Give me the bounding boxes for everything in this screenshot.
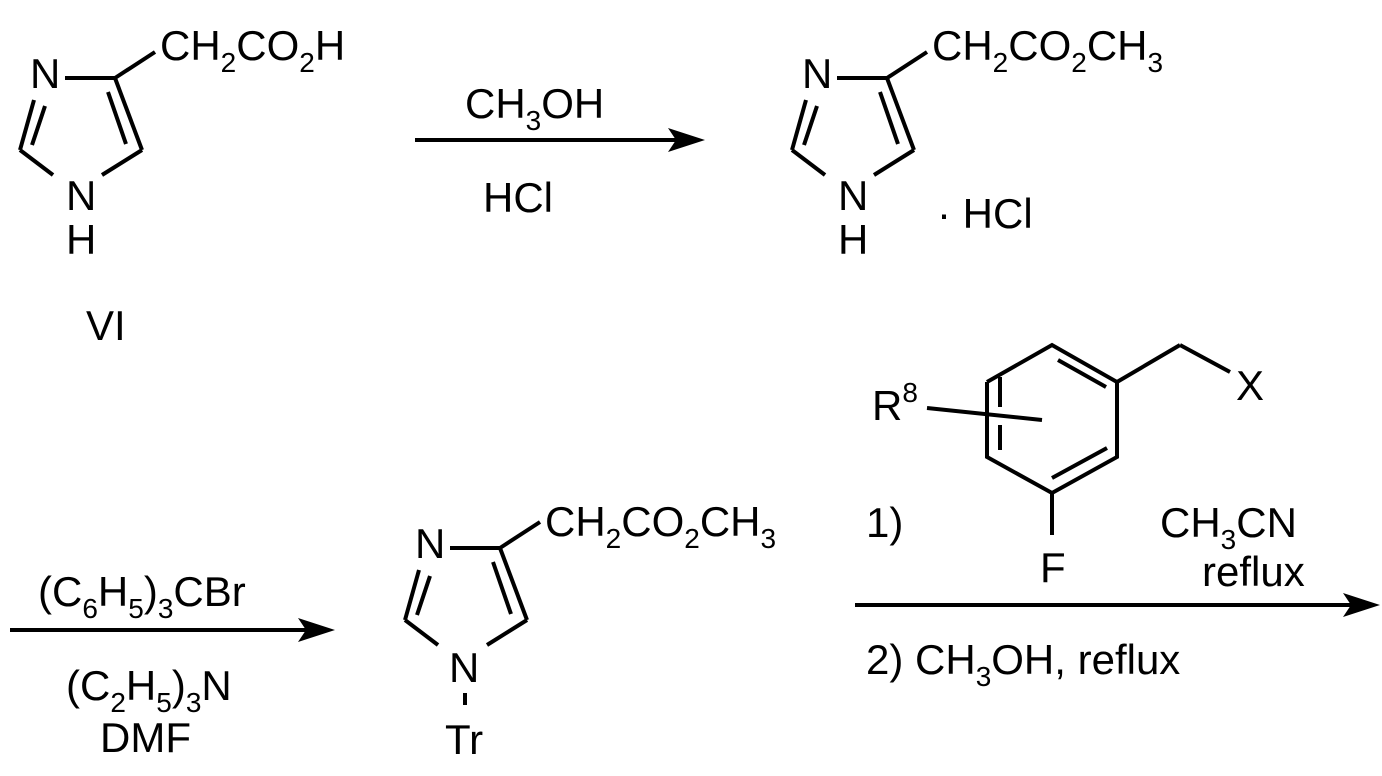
ring-hydrogen: H [66, 216, 96, 263]
reagent-dmf: DMF [100, 714, 191, 761]
reagent-methanol: CH3OH [465, 80, 604, 136]
reaction-arrow-1: CH3OH HCl [415, 80, 705, 221]
ring-nitrogen: N [838, 172, 868, 219]
reagent-trityl-bromide: (C6H5)3CBr [38, 568, 246, 624]
hcl-salt: · HCl [937, 190, 1033, 237]
ester-substituent: CH2CO2CH3 [545, 498, 776, 554]
ring-nitrogen: N [66, 172, 96, 219]
reaction-arrow-3: 1) CH3CN reflux 2) CH3OH, reflux [855, 499, 1380, 692]
solvent-acetonitrile: CH3CN [1160, 499, 1297, 555]
compound-vi: N N H CH2CO2H VI [20, 22, 345, 349]
leaving-group-x: X [1236, 362, 1264, 409]
compound-label: VI [86, 302, 126, 349]
methyl-ester-hcl: N N H CH2CO2CH3 · HCl [792, 22, 1163, 263]
trityl-group: Tr [445, 716, 483, 763]
step-1-label: 1) [866, 499, 903, 546]
reagent-hcl: HCl [483, 174, 553, 221]
fluorine: F [1040, 544, 1066, 591]
r8-substituent: R8 [872, 377, 918, 429]
ring-nitrogen: N [30, 50, 60, 97]
step-2-methanol-reflux: 2) CH3OH, reflux [866, 636, 1180, 692]
ring-nitrogen: N [802, 50, 832, 97]
ring-hydrogen: H [838, 216, 868, 263]
ester-substituent: CH2CO2CH3 [932, 22, 1163, 78]
acid-substituent: CH2CO2H [160, 22, 345, 78]
reflux-condition: reflux [1202, 548, 1305, 595]
reagent-triethylamine: (C2H5)3N [66, 662, 232, 718]
reaction-arrow-2: (C6H5)3CBr (C2H5)3N DMF [10, 568, 335, 761]
ring-nitrogen: N [415, 520, 445, 567]
ring-nitrogen: N [449, 644, 479, 691]
trityl-protected-ester: N N Tr CH2CO2CH3 [405, 498, 776, 763]
